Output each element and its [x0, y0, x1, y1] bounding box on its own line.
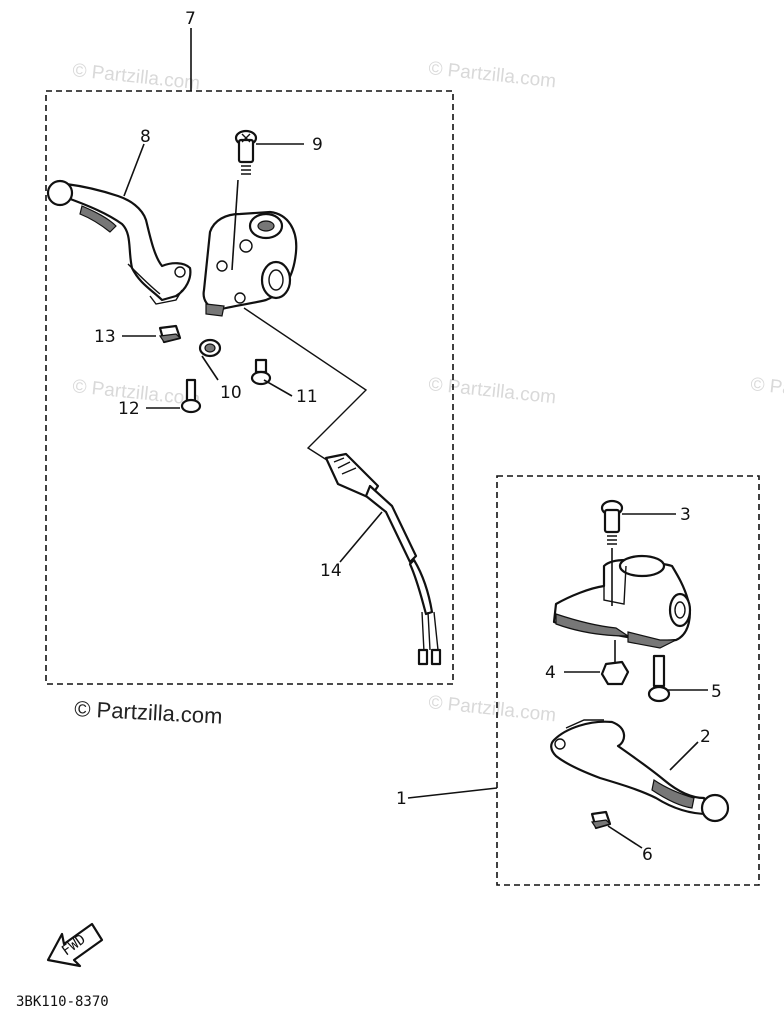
watermark: © Partzilla.com	[71, 60, 201, 94]
assembly-1-box	[496, 475, 760, 886]
callout-9: 9	[312, 135, 323, 155]
screw-part-3	[600, 499, 624, 545]
nut-part-13	[158, 324, 182, 344]
bolt-part-12	[180, 378, 202, 414]
leader-lines-right	[407, 513, 708, 849]
callout-14: 14	[320, 561, 342, 581]
callout-6: 6	[642, 845, 653, 865]
fwd-arrow-icon: FWD	[46, 922, 104, 968]
bolt-part-5	[647, 654, 671, 703]
diagram-code: 3BK110-8370	[16, 994, 109, 1010]
watermark: © Partzilla.com	[427, 692, 557, 726]
callout-1: 1	[396, 789, 407, 809]
watermark: © Partzilla.com	[427, 58, 557, 92]
callout-12: 12	[118, 399, 140, 419]
leader-lines-left	[122, 28, 383, 563]
callout-3: 3	[680, 505, 691, 525]
screw-part-9	[234, 129, 258, 175]
callout-5: 5	[711, 682, 722, 702]
copyright-notice: © Partzilla.com	[74, 696, 223, 729]
clutch-lever-part-8	[46, 179, 192, 305]
callout-7: 7	[185, 9, 196, 29]
callout-13: 13	[94, 327, 116, 347]
bushing-part-10	[198, 338, 222, 358]
callout-4: 4	[545, 663, 556, 683]
callout-2: 2	[700, 727, 711, 747]
screw-part-11	[250, 358, 272, 386]
callout-labels: 7 8 9 13 10 11 12 14 3 4 5 2 1 6	[94, 9, 722, 865]
nut-part-6	[590, 810, 612, 830]
nut-part-4	[600, 640, 630, 686]
callout-8: 8	[140, 127, 151, 147]
callout-10: 10	[220, 383, 242, 403]
brake-lever-holder	[552, 548, 692, 649]
callout-11: 11	[296, 387, 318, 407]
assembly-7-box	[45, 90, 454, 685]
lever-holder-body	[202, 179, 298, 317]
watermark: © Partzilla.com	[749, 374, 784, 408]
clutch-switch-part-14	[243, 307, 442, 666]
watermark: © Partzilla.com	[427, 374, 557, 408]
brake-lever-part-2	[550, 719, 730, 823]
